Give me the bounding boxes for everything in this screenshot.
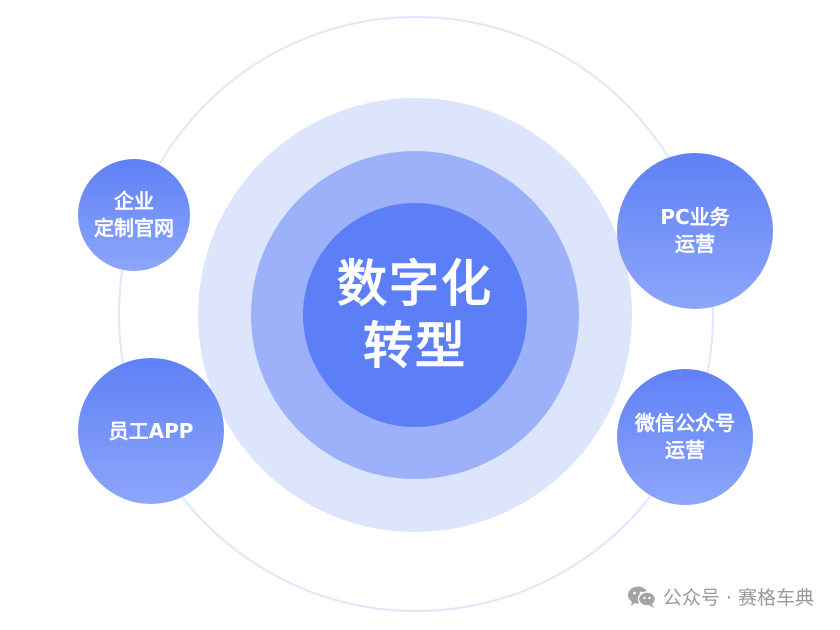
node-employee-app: 员工APP [78, 358, 224, 504]
watermark-text: 公众号 · 赛格车典 [662, 587, 814, 609]
node-label-line1: PC业务 [660, 205, 730, 229]
node-pc-operations: PC业务 运营 [617, 153, 773, 309]
node-label-line2: 运营 [665, 438, 705, 462]
node-label-line1: 微信公众号 [635, 411, 735, 435]
node-label-line1: 企业 [114, 189, 154, 213]
center-circle: 数字化 转型 [303, 203, 527, 427]
center-title: 数字化 转型 [337, 253, 493, 377]
center-title-line1: 数字化 [337, 255, 493, 313]
outer-ring [118, 16, 714, 612]
watermark: 公众号 · 赛格车典 [627, 583, 814, 610]
node-label-line1: 员工APP [108, 418, 194, 443]
node-label-line2: 运营 [675, 232, 715, 256]
center-title-line2: 转型 [363, 317, 467, 375]
node-enterprise-website: 企业 定制官网 [78, 159, 190, 271]
node-wechat-operations: 微信公众号 运营 [617, 369, 753, 505]
wechat-icon [627, 586, 657, 608]
node-label-line2: 定制官网 [94, 216, 174, 240]
